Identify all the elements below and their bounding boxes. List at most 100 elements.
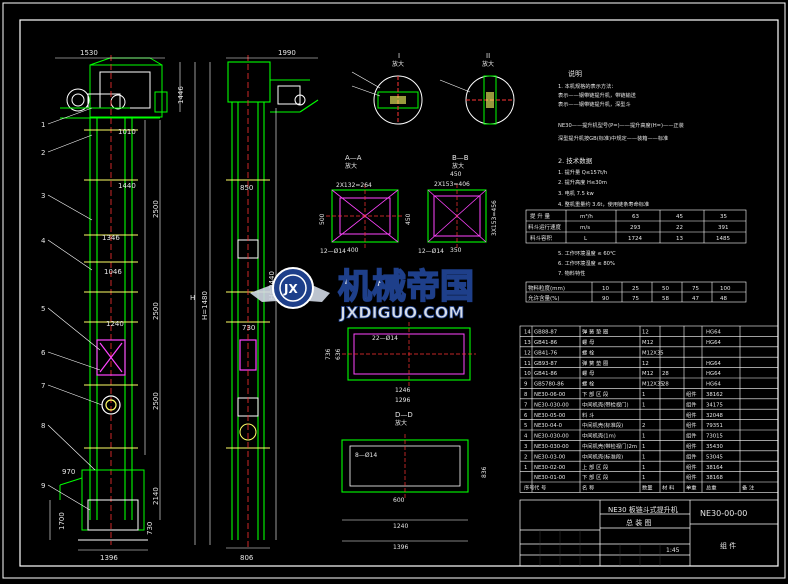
spec2-r0-c0: 物料粒度(mm) (528, 284, 565, 292)
dim-1396: 1396 (100, 554, 118, 562)
callout-5: 5 (41, 305, 45, 313)
bom-cell-r5-c6: HG64 (706, 382, 721, 388)
bom-cell-r13-c1: NE30-02-00 (534, 465, 566, 471)
spec2-r0-c4: 75 (692, 286, 699, 292)
bom-cell-r5-c4: 28 (662, 382, 669, 388)
bom-cell-r13-c2: 上 部 区 段 (582, 463, 609, 471)
section-AA-h: 500 (319, 213, 326, 225)
bom-cell-r14-c5: 组件 (686, 473, 697, 481)
bom-cell-r13-c6: 38164 (706, 465, 723, 471)
spec1-r0-c0: 提 升 量 (530, 212, 550, 220)
section-BB-w: 450 (450, 171, 462, 178)
bom-cell-r11-c6: 35430 (706, 444, 723, 450)
bom-cell-r3-c2: 弹 簧 垫 圈 (582, 359, 608, 367)
note-line-4: 深型提升机按GB(标准)中规定——装箱——标准 (558, 134, 668, 142)
spec1-r2-c0: 料斗容积 (530, 234, 553, 242)
dim-2500-a: 2500 (152, 200, 160, 218)
section-DD-w3: 1396 (393, 544, 408, 551)
watermark-logo: JX 机械帝国 JXDIGUO.COM (250, 266, 475, 322)
bom-cell-r12-c2: 中间机壳(标准段) (582, 452, 623, 460)
title-product: NE30 板链斗式提升机 (608, 505, 678, 514)
bom-header-2: 名 称 (582, 484, 595, 492)
bom-cell-r11-c1: NE30-030-00 (534, 444, 569, 450)
bom-cell-r3-c6: HG64 (706, 361, 721, 367)
bom-cell-r7-c2: 中间机壳(带检视门) (582, 400, 629, 408)
note-line-1: 表示——钢带链提升机，带链输送 (558, 91, 637, 99)
section-CC-w2: 1296 (395, 397, 410, 404)
section-DD-sub: 放大 (395, 419, 407, 427)
bom-cell-r11-c3: 1 (642, 444, 645, 450)
section-CC-w: 1246 (395, 387, 410, 394)
title-type: 组 件 (720, 541, 736, 550)
spec1-r1-c1: m/s (580, 225, 590, 231)
spec2-r0-c3: 50 (662, 286, 669, 292)
bom-cell-r0-c3: 12 (642, 330, 649, 336)
spec1-r2-c1: L (584, 236, 588, 242)
casing-columns (89, 117, 133, 520)
note-line-3: NE30——提升机型号(P=)——提升高度(H=)——正装 (558, 121, 684, 129)
bom-cell-r14-c1: NE30-01-00 (534, 475, 566, 481)
boot-section (59, 469, 148, 541)
side-dim-850: 850 (240, 184, 253, 192)
bom-cell-r8-c6: 32048 (706, 413, 723, 419)
detail-I: I 放大 (351, 52, 423, 125)
dim-1046: 1046 (104, 268, 122, 276)
drawing-border-inner (19, 19, 779, 567)
bom-cell-r9-c3: 2 (642, 423, 645, 429)
callout-1: 1 (41, 121, 45, 129)
spec2-r1-c3: 58 (662, 296, 669, 302)
bom-cell-r11-c5: 组件 (686, 442, 697, 450)
callout-3: 3 (41, 192, 45, 200)
dim-2500-b: 2500 (152, 302, 160, 320)
bom-cell-r1-c3: M12 (642, 340, 653, 346)
note-line-5: 2. 技术数据 (558, 156, 593, 165)
bom-cell-r10-c6: 73015 (706, 434, 723, 440)
section-AA-label: A—A (345, 154, 362, 162)
bom-cell-r9-c5: 组件 (686, 421, 697, 429)
spec1-r1-c4: 391 (718, 225, 729, 231)
note-line-9: 4. 整机重量约 3.6t，使用链条寿命标准 (558, 200, 649, 208)
dim-1440: 1440 (118, 182, 136, 190)
dim-1346: 1346 (102, 234, 120, 242)
bom-cell-r12-c6: 53045 (706, 454, 723, 460)
spec2-r0-c5: 100 (720, 286, 731, 292)
bom-cell-r6-c3: 1 (642, 392, 645, 398)
bom-cell-r5-c3: M12X35 (642, 382, 664, 388)
bom-cell-r1-c6: HG64 (706, 340, 721, 346)
callout-numbers: 1 2 3 4 5 6 7 8 9 (41, 121, 46, 490)
dim-2140: 2140 (152, 487, 160, 505)
note-line-11: 6. 工作环境湿度 ≤ 80% (558, 259, 615, 267)
dim-top-left: 1530 (80, 49, 98, 57)
detail-I-label: I (398, 52, 400, 60)
callout-leaders (47, 107, 103, 511)
section-AA-inner: 2X132=264 (336, 182, 372, 189)
section-DD-label: D—D (395, 411, 413, 419)
bom-cell-r11-c0: 3 (524, 444, 527, 450)
bom-cell-r7-c6: 34175 (706, 402, 723, 408)
spec1-r2-c4: 1485 (716, 236, 730, 242)
dim-2500-c: 2500 (152, 392, 160, 410)
bom-header-1: 代 号 (534, 484, 546, 492)
bom-cell-r2-c1: GB41-76 (534, 350, 558, 356)
bom-cell-r2-c0: 12 (524, 350, 531, 356)
bom-cell-r14-c3: 1 (642, 475, 645, 481)
spec2-r1-c2: 75 (632, 296, 639, 302)
detail-II: II 放大 (439, 52, 515, 125)
bom-cell-r8-c2: 料 斗 (582, 411, 594, 419)
detail-II-sub: 放大 (482, 60, 494, 68)
note-line-6: 1. 提升量 Q≤157t/h (558, 168, 607, 176)
drive-motor (60, 88, 160, 119)
section-C-C: 22—Ø14 1246 1296 736 636 (325, 322, 476, 404)
bom-cell-r0-c2: 弹 簧 垫 圈 (582, 328, 608, 336)
note-line-8: 3. 电机 7.5 kw (558, 189, 595, 197)
bom-cell-r1-c2: 螺 母 (582, 338, 594, 346)
note-line-2: 表示——钢带链提升机，深型斗 (558, 100, 631, 108)
section-CC-h2: 636 (335, 348, 342, 360)
bom-header-4: 材 料 (662, 484, 675, 492)
section-BB-label: B—B (452, 154, 469, 162)
spec1-r0-c3: 45 (676, 214, 683, 220)
segment-flanges (84, 129, 138, 449)
bom-cell-r3-c1: GB93-87 (534, 361, 557, 367)
